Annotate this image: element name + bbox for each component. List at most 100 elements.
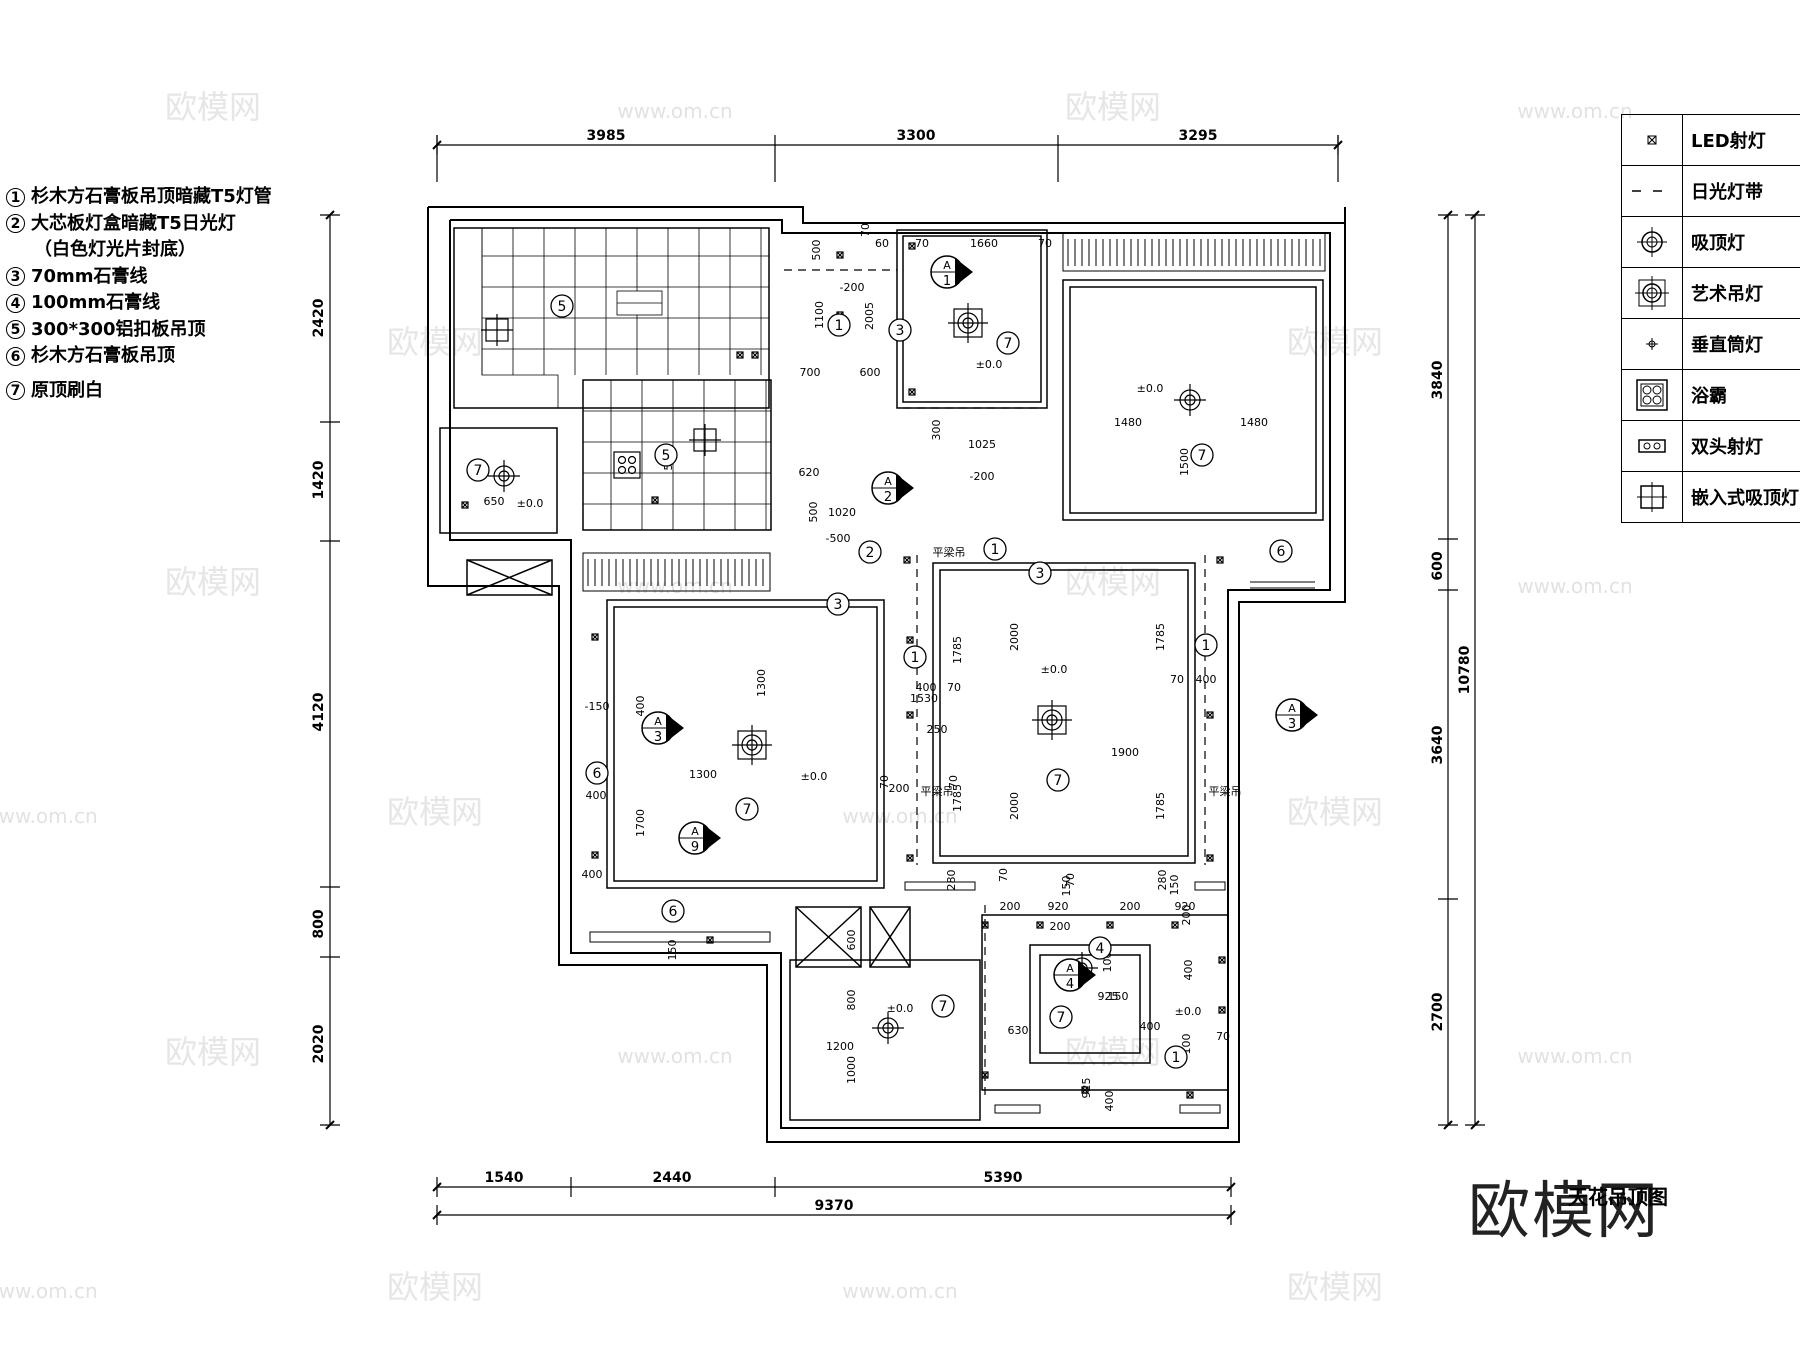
note-marker: 5 — [550, 294, 574, 318]
inner-dimension: 650 — [484, 495, 505, 508]
inner-dimension: 1100 — [813, 301, 826, 329]
living-room-ceiling-inner — [939, 569, 1189, 857]
living-room-ceiling — [932, 562, 1196, 864]
watermark-url: www.om.cn — [0, 1279, 98, 1303]
inner-dimension: 800 — [845, 990, 858, 1011]
section-letter: A — [691, 825, 699, 838]
watermark-url: www.om.cn — [617, 99, 732, 123]
note-marker: 6 — [585, 761, 609, 785]
inner-dimension: 150 — [1108, 990, 1129, 1003]
inner-dimension: 平梁吊 — [933, 545, 966, 559]
inner-dimension: 200 — [1000, 900, 1021, 913]
note-marker: 1 — [1194, 633, 1218, 657]
inner-dimension: 1200 — [826, 1040, 854, 1053]
inner-dimension: 1025 — [968, 438, 996, 451]
section-marker: A4 — [1053, 958, 1096, 992]
watermark-logo: 欧模网 — [1468, 1174, 1661, 1247]
legend-row: LED射灯 — [1622, 115, 1800, 166]
note-marker-number: 1 — [991, 542, 1000, 558]
inner-dimension: 400 — [1196, 673, 1217, 686]
inner-dimension: 600 — [860, 366, 881, 379]
section-marker: A2 — [871, 471, 914, 505]
inner-dimension: 1300 — [689, 768, 717, 781]
legend-row: 日光灯带 — [1622, 166, 1800, 217]
watermark-text: 欧模网 — [165, 1033, 261, 1071]
section-letter: A — [1288, 702, 1296, 715]
note-marker-number: 7 — [474, 463, 483, 479]
section-marker: A9 — [678, 821, 721, 855]
inner-dimension: 平梁吊 — [1209, 784, 1242, 798]
inner-dimension: 1020 — [828, 506, 856, 519]
bottom-dimension: 2440 — [653, 1170, 692, 1186]
inner-dimension: 70 — [947, 775, 960, 789]
inner-dimension: 70 — [878, 775, 891, 789]
note-marker: 6 — [1269, 539, 1293, 563]
inner-dimension: 400 — [582, 868, 603, 881]
inner-dimension: -150 — [585, 700, 610, 713]
inner-dimension: 1530 — [910, 692, 938, 705]
bedroom-2-box-inner — [1039, 954, 1141, 1054]
inner-dimension: 1900 — [1111, 746, 1139, 759]
fluorescent-strip-icon — [1622, 166, 1683, 216]
inner-dimension: 400 — [1182, 960, 1195, 981]
inner-dimension: -200 — [970, 470, 995, 483]
section-number: 1 — [943, 274, 951, 289]
inner-dimension: 200 — [1180, 905, 1193, 926]
entry-ceiling-inner — [902, 235, 1042, 403]
inner-dimension: -200 — [840, 281, 865, 294]
note-marker: 7 — [1190, 443, 1214, 467]
inner-dimension: 920 — [1175, 900, 1196, 913]
note-marker: 7 — [466, 458, 490, 482]
inner-dimension: 250 — [927, 723, 948, 736]
note-marker-number: 1 — [835, 318, 844, 334]
inner-dimension: 70 — [859, 223, 872, 237]
inner-dimension: 500 — [807, 502, 820, 523]
section-marker: A1 — [930, 255, 973, 289]
watermark-url: www.om.cn — [1517, 99, 1632, 123]
inner-dimension: 70 — [947, 681, 961, 694]
curtain-boxes — [582, 232, 1326, 1114]
inner-dimension: 200 — [1050, 920, 1071, 933]
inner-dimension: 2005 — [863, 302, 876, 330]
section-letter: A — [1066, 962, 1074, 975]
legend-row: 艺术吊灯 — [1622, 268, 1800, 319]
inner-dimension: ±0.0 — [976, 358, 1003, 371]
bedroom-2-ceiling — [981, 914, 1229, 1091]
inner-dimension: 150 — [1168, 875, 1181, 896]
recessed-ceiling-lamp-icon — [1622, 472, 1683, 522]
led-spotlight-icon — [1622, 115, 1683, 165]
bottom-total-dimension: 9370 — [815, 1198, 854, 1214]
inner-dimension: ±0.0 — [801, 770, 828, 783]
watermark-text: 欧模网 — [165, 563, 261, 601]
section-number: 9 — [691, 840, 699, 855]
section-letter: A — [654, 715, 662, 728]
inner-dimension: 70 — [1064, 873, 1077, 887]
right-total-dimension: 10780 — [1457, 645, 1473, 694]
left-dimension: 800 — [311, 909, 327, 938]
note-marker-number: 6 — [593, 766, 602, 782]
inner-dimension: 1000 — [845, 1056, 858, 1084]
note-marker-number: 7 — [1004, 336, 1013, 352]
watermark-url: www.om.cn — [0, 804, 98, 828]
note-marker: 1 — [983, 537, 1007, 561]
note-marker-number: 3 — [1036, 566, 1045, 582]
inner-dimension: 2000 — [1008, 623, 1021, 651]
aluminum-grid — [454, 228, 771, 530]
inner-dimension: 630 — [1008, 1024, 1029, 1037]
note-marker-number: 7 — [1057, 1010, 1066, 1026]
inner-dimension: ±0.0 — [517, 497, 544, 510]
inner-dimension: ±0.0 — [1041, 663, 1068, 676]
cabinet-box-2 — [869, 906, 911, 968]
note-marker-number: 3 — [834, 597, 843, 613]
note-marker: 1 — [1164, 1045, 1188, 1069]
note-marker: 7 — [931, 994, 955, 1018]
note-marker-number: 4 — [1096, 941, 1105, 957]
top-dimension: 3300 — [897, 128, 936, 144]
